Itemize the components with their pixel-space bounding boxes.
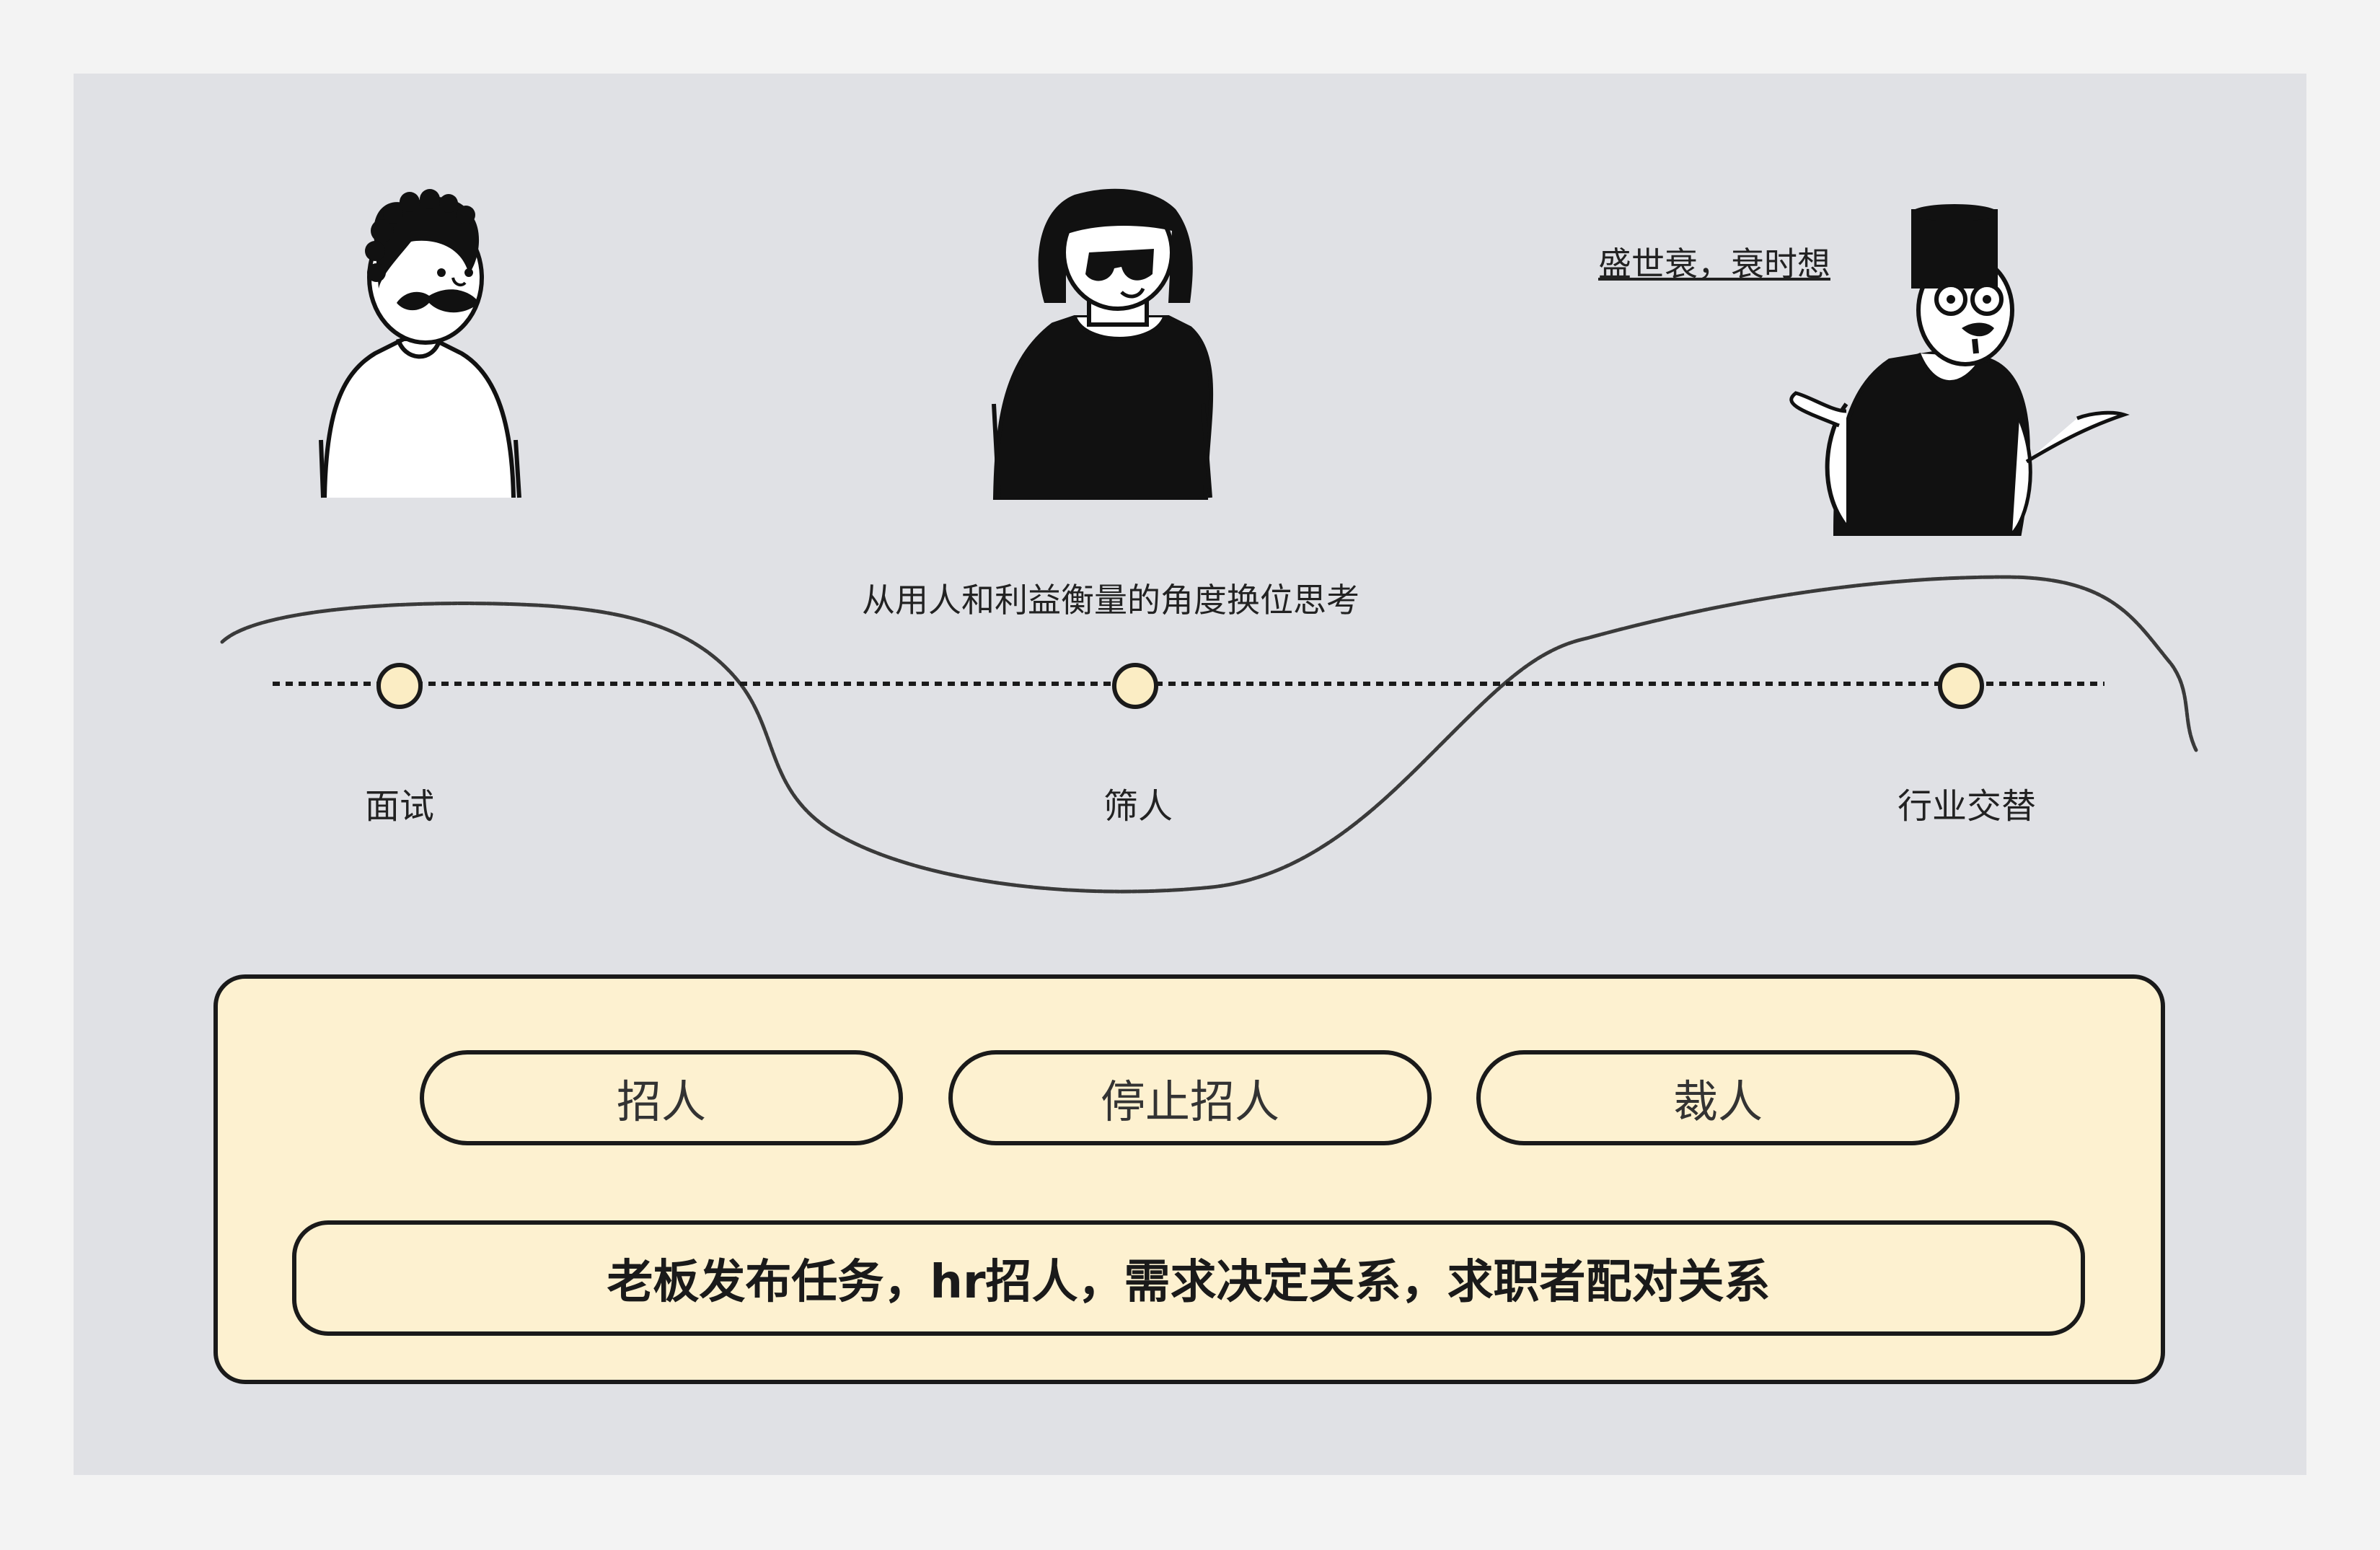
quote-text: 盛世衰，衰时想 bbox=[1598, 245, 1830, 283]
timeline-node bbox=[1112, 663, 1158, 709]
stop-hiring-pill: 停止招人 bbox=[948, 1050, 1432, 1145]
summary-statement: 老板发布任务，hr招人，需求决定关系，求职者配对关系 bbox=[292, 1220, 2085, 1336]
diagram-subtitle: 从用人和利益衡量的角度换位思考 bbox=[862, 581, 1359, 620]
person-industry-shift-illustration bbox=[1789, 204, 2130, 536]
timeline-node bbox=[376, 663, 423, 709]
hire-pill: 招人 bbox=[420, 1050, 903, 1145]
stage-label-screening: 筛人 bbox=[1103, 786, 1173, 827]
trend-curve bbox=[220, 575, 2198, 894]
layoff-pill: 裁人 bbox=[1476, 1050, 1960, 1145]
stage-label-industry-shift: 行业交替 bbox=[1897, 786, 2037, 827]
stage-label-interview: 面试 bbox=[364, 786, 435, 827]
timeline-node bbox=[1938, 663, 1984, 709]
person-interviewer-illustration bbox=[319, 189, 521, 498]
person-screener-illustration bbox=[992, 188, 1214, 500]
